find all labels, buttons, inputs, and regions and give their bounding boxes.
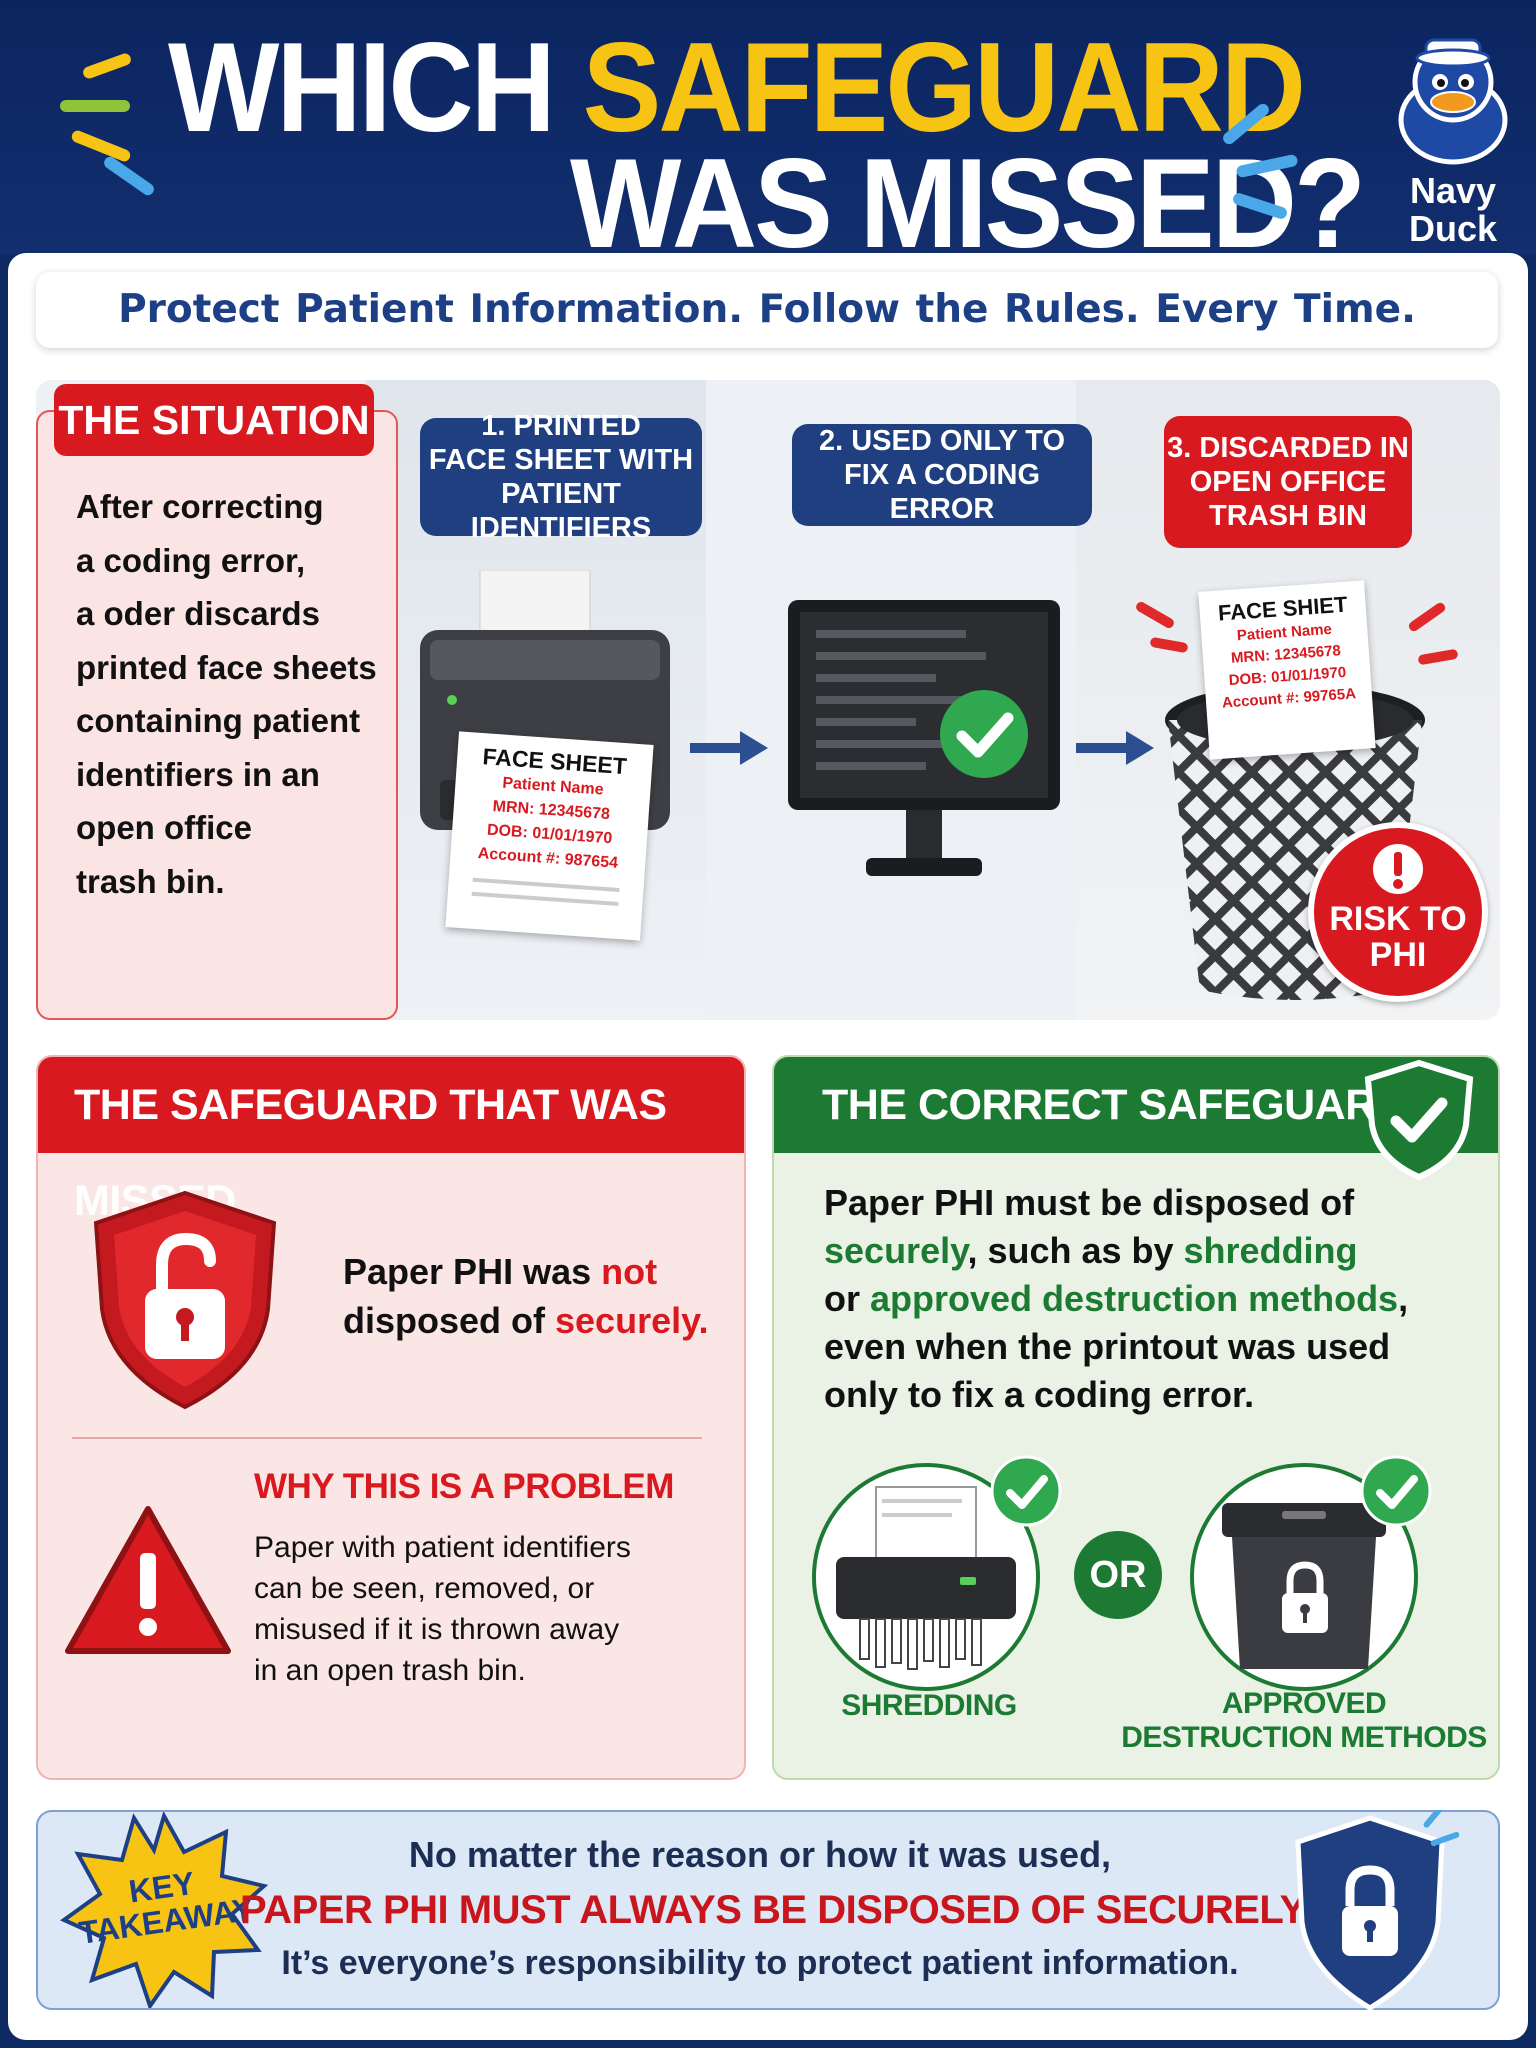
page-title: WHICH SAFEGUARD (168, 16, 1306, 160)
shredding-label: SHREDDING (841, 1689, 1017, 1722)
why-text: Paper with patient identifiers can be se… (254, 1531, 631, 1687)
warning-triangle-icon (65, 1506, 231, 1654)
lock-shield-icon (1295, 1810, 1460, 2011)
arrow-right-icon (690, 731, 768, 765)
why-title: WHY THIS IS A PROBLEM (254, 1467, 674, 1506)
missed-statement: Paper PHI was not disposed of securely. (343, 1251, 709, 1341)
arrow-right-icon (1076, 731, 1154, 765)
situation-tab: THE SITUATION (54, 384, 374, 456)
takeaway-line2: PAPER PHI MUST ALWAYS BE DISPOSED OF SEC… (240, 1888, 1313, 1932)
missed-header: THE SAFEGUARD THAT WAS MISSED (38, 1057, 744, 1225)
locked-bin-icon (1190, 1463, 1418, 1691)
alert-icon (1373, 844, 1423, 894)
or-badge: OR (1074, 1531, 1162, 1619)
unlocked-shield-icon (93, 1190, 277, 1410)
risk-to-phi-badge: RISK TO PHI (1308, 822, 1488, 1002)
approved-destruction-label: APPROVED DESTRUCTION METHODS (1121, 1687, 1487, 1754)
shield-check-icon (1364, 1059, 1474, 1181)
situation-text: After correcting a coding error, a oder … (76, 488, 377, 900)
takeaway-line3: It’s everyone’s responsibility to protec… (281, 1944, 1239, 1982)
starburst-badge: KEY TAKEAWAY (60, 1812, 268, 2008)
takeaway-line1: No matter the reason or how it was used, (408, 1834, 1112, 1875)
checkmark-icon (940, 690, 1028, 778)
shredder-icon (812, 1463, 1040, 1691)
missed-safeguard-card: THE SAFEGUARD THAT WAS MISSED Paper PHI … (36, 1055, 746, 1780)
situation-card (36, 410, 398, 1020)
checkmark-icon (990, 1455, 1062, 1527)
page-title-line2: WAS MISSED? (570, 132, 1366, 276)
face-sheet-printed: FACE SHEET Patient Name MRN: 12345678 DO… (445, 731, 654, 941)
correct-safeguard-card: THE CORRECT SAFEGUARD Paper PHI must be … (772, 1055, 1500, 1780)
correct-statement: Paper PHI must be disposed of securely, … (824, 1182, 1409, 1415)
checkmark-icon (1360, 1455, 1432, 1527)
key-takeaway-box (36, 1810, 1500, 2010)
divider (72, 1437, 702, 1439)
face-sheet-discarded: FACE SHIET Patient Name MRN: 12345678 DO… (1198, 580, 1376, 760)
tagline: Protect Patient Information. Follow the … (36, 272, 1498, 348)
duck-mascot-icon (1398, 38, 1508, 165)
